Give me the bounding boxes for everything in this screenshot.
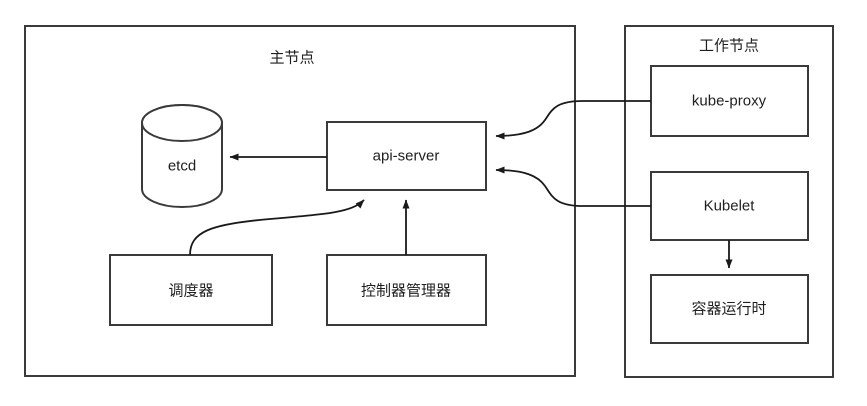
node-cylinder-top-etcd	[141, 104, 223, 142]
edge-kube-proxy-to-api-server	[495, 100, 651, 140]
node-shapes	[109, 65, 809, 344]
node-shape-api-server	[326, 121, 487, 191]
node-shape-kube-proxy	[650, 65, 809, 137]
node-shape-scheduler	[109, 254, 273, 326]
node-shape-container-runtime	[650, 274, 809, 344]
node-shape-controller-manager	[326, 254, 487, 326]
edge-connectors	[189, 100, 733, 269]
edge-scheduler-to-api-server	[189, 199, 365, 256]
group-box-master-node	[24, 25, 576, 377]
node-shape-kubelet	[650, 171, 809, 241]
edge-kubelet-to-api-server	[495, 166, 651, 207]
